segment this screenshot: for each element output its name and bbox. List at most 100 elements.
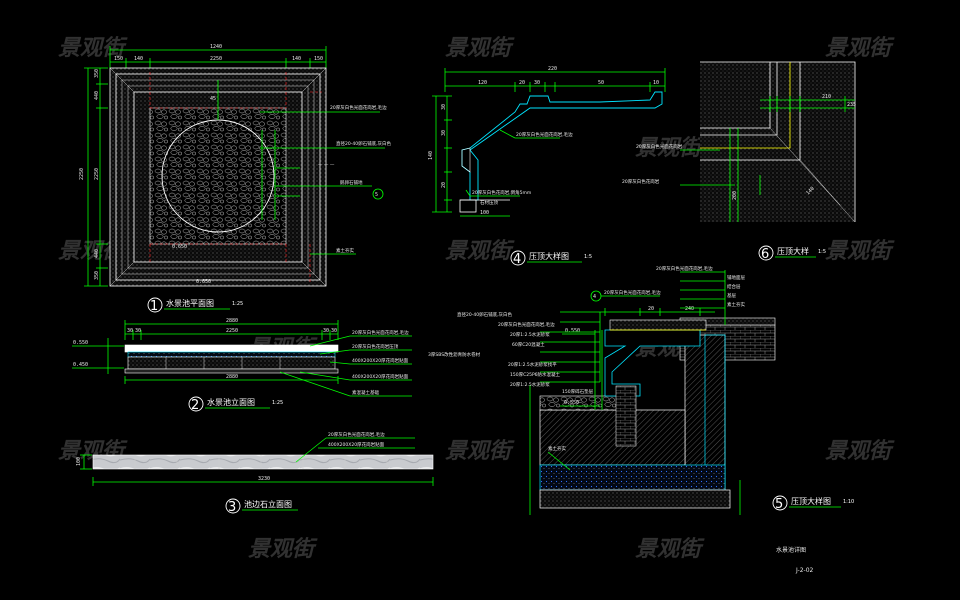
note: 20厚灰白色光面花岗岩,毛边 [330, 104, 387, 111]
dim-elev-total: 2880 [226, 318, 238, 324]
drawing-number-circle [510, 250, 526, 266]
drawing-title: 水景池立面图 [207, 397, 255, 407]
dim-left-part: 440 [94, 249, 100, 258]
drawing-title: 压顶大样 [777, 246, 809, 256]
coping-left-ticks [432, 95, 452, 213]
drawing-scale: 1:5 [818, 249, 826, 255]
leaders-section-right [680, 270, 726, 325]
gravel-base [539, 489, 731, 509]
watermark: 景观街 [825, 439, 895, 464]
drawing-number-circle [188, 396, 204, 412]
note: 20厚灰白色光面花岗岩,毛边 [516, 131, 573, 138]
note: 20厚灰白色光面花岗岩,毛边 [328, 431, 385, 438]
watermark: 景观街 [58, 36, 128, 61]
drawing-title: 压顶大样图 [529, 251, 569, 261]
base [124, 368, 339, 374]
dim-top-part: 150 [314, 56, 323, 62]
dim-coping-bottom: 100 [480, 210, 489, 216]
note: 素土夯实 [548, 445, 566, 452]
waterproof-slab [539, 464, 726, 491]
drawing-number: 3 [228, 500, 236, 515]
note: — — — [318, 163, 335, 168]
dim-strip-height: 100 [76, 457, 82, 466]
dim-left-part: 350 [94, 69, 100, 78]
dim-elev-part: 2250 [226, 328, 238, 334]
leaders-elev [279, 335, 412, 397]
note: 150厚碎石垫层 [562, 388, 594, 395]
note: 素土夯实 [336, 247, 354, 254]
level-mark: 0.650 [172, 244, 187, 250]
dim-left-part: 2250 [94, 168, 100, 180]
note: 400X200X20厚花岗岩贴面 [352, 357, 409, 364]
drawing-number: 4 [513, 252, 521, 267]
strip-joints [134, 455, 388, 469]
note: 结合层 [727, 283, 741, 290]
dim-coping-part: 20 [519, 80, 525, 86]
dim-top-part: 140 [134, 56, 143, 62]
note: 400X200X20厚花岗岩贴面 [352, 373, 409, 380]
dim-label: 235 [847, 102, 856, 108]
drawing-number-circle [147, 297, 163, 313]
watermark: 景观街 [445, 439, 515, 464]
note: 素混凝土基础 [352, 389, 379, 396]
level-top: 0.550 [73, 340, 88, 346]
pool-rim-line [115, 73, 321, 281]
corner-paving [700, 62, 855, 222]
corner-ticks [769, 96, 846, 112]
cladding-joints [165, 357, 281, 369]
pebble-floor [149, 107, 287, 245]
water-line [127, 351, 336, 358]
watermark: 景观街 [248, 537, 318, 562]
drawing-2-elevation: 2880 30 30 2250 30 30 2880 0.550 0.450 [72, 318, 412, 413]
dim-top-total: 1240 [210, 44, 222, 50]
leaders-plan [260, 111, 385, 255]
level-bottom: 0.450 [73, 362, 88, 368]
dim-coping-total: 220 [548, 66, 557, 72]
note: 20厚灰白色花岗岩压顶 [352, 343, 399, 350]
level-mark: 0.650 [196, 279, 211, 285]
leaders-section-left [540, 311, 601, 383]
drawing-title: 池边石立面图 [244, 499, 292, 509]
drawing-number-circle [772, 495, 788, 511]
drawing-number: 6 [761, 247, 769, 262]
section-marker-label: 5 [375, 192, 378, 198]
dim-elev-part: 30 [127, 328, 133, 334]
drawing-scale: 1:25 [232, 301, 243, 307]
note: 直径20-40卵石铺底,灰白色 [336, 140, 392, 147]
watermark: 景观街 [445, 36, 515, 61]
note: 20厚灰白色花岗岩,倒角5mm [472, 189, 531, 196]
note: 素土夯实 [727, 301, 745, 308]
level-mark: 0.550 [564, 400, 579, 406]
coping-section [604, 329, 701, 397]
note: 20厚灰白色光面花岗岩 [636, 143, 683, 150]
note: 20厚1:2.5水泥砂浆 [510, 381, 550, 388]
dim-label: 240 [685, 306, 694, 312]
watermark: 景观街 [825, 239, 895, 264]
dim-elev-part: 30 [331, 328, 337, 334]
dim-elev-part: 30 [135, 328, 141, 334]
sheet-title: 水景池详图 [776, 546, 806, 554]
sheet-code: J-2-02 [795, 567, 814, 574]
dim-coping-part: 120 [478, 80, 487, 86]
dim-coping-height: 140 [428, 151, 434, 160]
note: 20厚灰白色光面花岗岩,毛边 [604, 289, 661, 296]
drawing-title: 压顶大样图 [791, 496, 831, 506]
drawing-4-coping-profile: 220 120 20 30 50 10 140 30 30 20 100 [428, 66, 666, 267]
drawing-6-corner: 210 235 200 20厚灰白色光面花岗岩 20厚灰白色花岗岩 140 6 … [622, 61, 856, 262]
note: 直径20-40卵石铺底,灰白色 [457, 311, 513, 318]
level-mark: 0.550 [565, 328, 580, 334]
pool-basin [539, 409, 686, 466]
note: 鹅卵石铺地 [340, 179, 363, 186]
drawing-scale: 1:5 [584, 254, 592, 260]
dim-coping-part: 30 [441, 104, 447, 110]
dim-top-part: 140 [292, 56, 301, 62]
note: 铺地面层 [727, 274, 745, 281]
dim-top-part: 150 [114, 56, 123, 62]
coping-stone [124, 344, 339, 353]
dim-label: 210 [822, 94, 831, 100]
section-ticks [604, 308, 701, 316]
note: 20厚灰白色光面花岗岩,毛边 [352, 329, 409, 336]
note: 20厚灰白色光面花岗岩,毛边 [656, 265, 713, 272]
drawing-3-strip: 100 3230 20厚灰白色光面花岗岩,毛边 400X200X20厚花岗岩贴面… [76, 431, 434, 515]
coping-ticks [444, 68, 666, 92]
